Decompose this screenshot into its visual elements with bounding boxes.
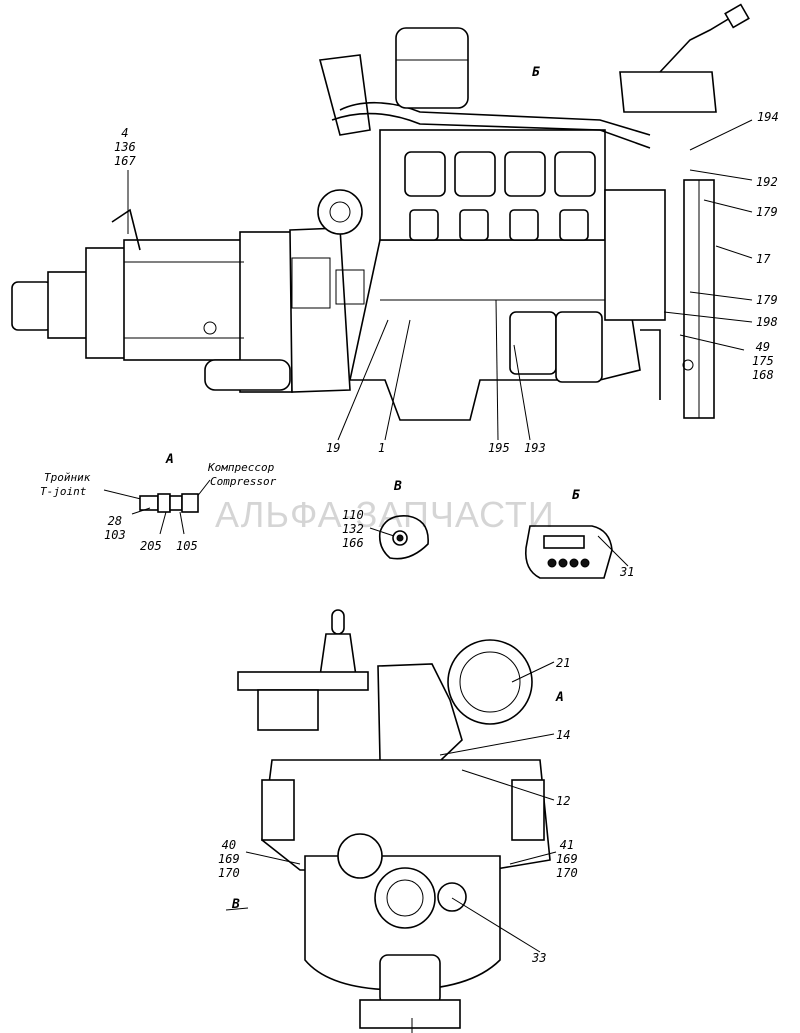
compressor-label-en: Compressor [210, 475, 277, 488]
callout-19: 19 [326, 441, 341, 455]
view-mark-v-side: В [232, 897, 240, 912]
detail-b-title: Б [572, 488, 580, 503]
callout-14: 14 [556, 728, 571, 742]
detail-b-drawing [524, 525, 629, 579]
detail-a-drawing [103, 479, 211, 535]
callout-179-bottom: 179 [756, 293, 778, 307]
callout-31: 31 [620, 565, 635, 579]
callout-192: 192 [756, 175, 778, 189]
callout-33: 33 [532, 951, 547, 965]
callout-21: 21 [556, 656, 571, 670]
callout-205: 205 [140, 539, 162, 553]
callout-17: 17 [756, 252, 771, 266]
tee-label-en: T-joint [40, 485, 87, 498]
callout-1: 1 [378, 441, 386, 455]
view-mark-a-side: A [556, 690, 564, 705]
detail-a-title: A [166, 452, 174, 467]
side-view-engine [11, 3, 750, 421]
callout-179-top: 179 [756, 205, 778, 219]
side-view-leaders [127, 119, 753, 441]
callout-12: 12 [556, 794, 571, 808]
front-view-leaders [225, 661, 557, 953]
callout-194: 194 [757, 110, 779, 124]
view-mark-b-top: Б [532, 65, 540, 80]
callout-193: 193 [524, 441, 546, 455]
tee-label-ru: Тройник [44, 471, 91, 484]
callout-195: 195 [488, 441, 510, 455]
front-view-engine [237, 609, 551, 1033]
callout-198: 198 [756, 315, 778, 329]
watermark: АЛЬФА-ЗАПЧАСТИ [215, 494, 555, 535]
detail-v-drawing [369, 515, 429, 560]
detail-v-title: В [394, 479, 402, 494]
callout-105: 105 [176, 539, 198, 553]
compressor-label-ru: Компрессор [208, 461, 275, 474]
